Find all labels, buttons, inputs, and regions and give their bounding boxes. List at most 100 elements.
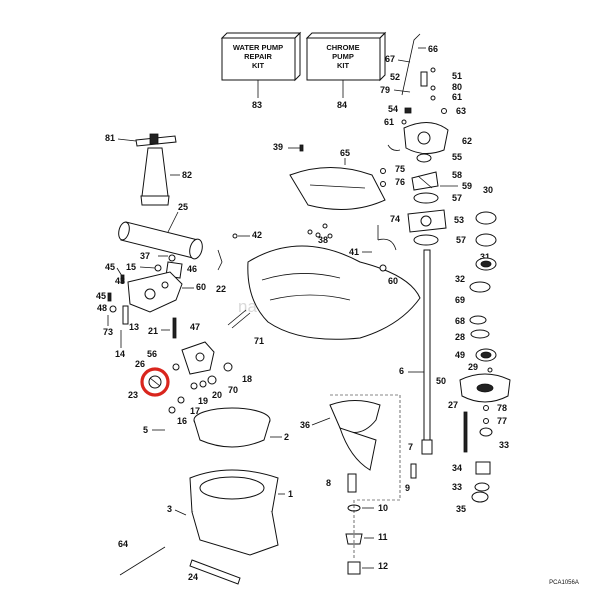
part-22-clip[interactable]: 22 — [216, 249, 226, 294]
part-45-bolt-lower[interactable]: 45 — [96, 291, 112, 302]
part-2-wear-ring[interactable]: 2 — [193, 407, 289, 448]
part-58-impeller[interactable]: 58 — [411, 170, 462, 191]
part-14-pin[interactable]: 14 — [115, 330, 125, 359]
part-70-washer[interactable]: 70 — [207, 375, 238, 395]
part-49-bearing[interactable]: 49 — [455, 348, 497, 362]
part-55-seal[interactable]: 55 — [416, 152, 462, 163]
part-53-plate[interactable]: 53 — [407, 209, 464, 233]
part-80-washer[interactable]: 80 — [430, 82, 462, 92]
part-38-bolt[interactable]: 38 — [315, 223, 328, 245]
part-19-nut[interactable]: 19 — [190, 382, 208, 406]
part-25-tube[interactable]: 25 — [117, 202, 204, 260]
part-39-bolt[interactable]: 39 — [273, 142, 304, 152]
part-15-washer[interactable]: 15 — [126, 262, 162, 272]
part-33-ring-lower[interactable]: 33 — [452, 482, 490, 492]
part-61-screw-top[interactable]: 61 — [430, 92, 462, 102]
part-23-trim-tab-screw[interactable]: 23 — [128, 367, 170, 400]
part-8-sleeve[interactable]: 8 — [326, 473, 357, 493]
part-47-bolt[interactable]: 47 — [172, 317, 200, 339]
part-40-60-nut[interactable]: 60 — [379, 264, 398, 286]
part-7-coupler[interactable]: 7 — [408, 439, 433, 455]
part-79-pin[interactable]: 79 — [380, 85, 411, 95]
svg-text:13: 13 — [129, 322, 139, 332]
part-5-screw[interactable]: 5 — [143, 425, 165, 435]
svg-text:47: 47 — [190, 322, 200, 332]
svg-text:66: 66 — [428, 44, 438, 54]
part-59-key[interactable]: 59 — [440, 181, 472, 191]
part-31-ring[interactable]: 31 — [475, 233, 497, 262]
part-68-washer[interactable]: 68 — [455, 315, 487, 326]
part-3-screw[interactable]: 3 — [167, 504, 187, 516]
part-62-pump-housing[interactable]: 62 — [387, 122, 472, 154]
part-35-cap[interactable]: 35 — [456, 491, 489, 514]
part-37-bolt[interactable]: 37 — [140, 251, 176, 262]
part-78-washer[interactable]: 78 — [483, 403, 508, 413]
part-20-washer[interactable]: 20 — [199, 380, 222, 400]
part-73-screw[interactable]: 73 — [103, 315, 113, 337]
part-50-bearing-housing[interactable]: 50 — [436, 373, 511, 403]
part-66-shaft-tube[interactable]: 66 — [401, 33, 438, 96]
part-57-gasket-upper[interactable]: 57 — [413, 192, 462, 204]
part-74-pipe[interactable]: 74 — [377, 214, 400, 251]
part-64-rod[interactable]: 64 — [118, 539, 166, 576]
part-21-screw[interactable]: 21 — [148, 326, 170, 336]
part-26-spacer[interactable]: 26 — [135, 359, 180, 371]
svg-text:54: 54 — [388, 104, 398, 114]
svg-text:80: 80 — [452, 82, 462, 92]
part-18-washer[interactable]: 18 — [223, 362, 252, 384]
part-57-gasket-lower[interactable]: 57 — [413, 234, 466, 246]
part-27-bolt[interactable]: 27 — [448, 400, 468, 453]
part-34-nut[interactable]: 34 — [452, 461, 491, 475]
part-13-pin[interactable]: 13 — [122, 305, 139, 332]
part-36-impeller[interactable]: 36 — [300, 400, 381, 471]
part-42-screw[interactable]: 42 — [232, 230, 262, 240]
part-1-pump-housing[interactable]: 1 — [189, 469, 293, 556]
part-33-ring-upper[interactable]: 33 — [479, 427, 509, 450]
svg-text:82: 82 — [182, 170, 192, 180]
part-9-pin[interactable]: 9 — [405, 463, 417, 493]
part-69-seal[interactable]: 69 — [455, 281, 491, 305]
part-56-trim-plate[interactable]: 56 — [147, 341, 215, 375]
svg-text:14: 14 — [115, 349, 125, 359]
part-65-cover-plate[interactable]: 65 — [289, 148, 386, 210]
part-61-screw[interactable]: 61 — [384, 117, 407, 127]
part-63-screw[interactable]: 63 — [441, 106, 467, 116]
part-60-screw[interactable]: 60 — [182, 282, 206, 292]
svg-text:20: 20 — [212, 390, 222, 400]
jet-pump-body[interactable] — [247, 245, 421, 340]
part-45-bolt-upper[interactable]: 45 — [105, 262, 125, 284]
part-51-seal[interactable]: 51 — [430, 67, 462, 81]
part-75-nut[interactable]: 75 — [380, 164, 406, 174]
part-48-washer-left[interactable]: 48 — [97, 303, 117, 313]
part-52-sleeve[interactable]: 52 — [390, 71, 428, 87]
svg-text:KIT: KIT — [337, 61, 350, 70]
part-28-seal[interactable]: 28 — [455, 329, 490, 342]
part-43-bracket[interactable]: 43 — [115, 271, 183, 313]
part-16-bolt[interactable]: 16 — [168, 406, 187, 426]
part-82-flush-hose[interactable]: 82 — [140, 147, 192, 206]
part-32-bearing[interactable]: 32 — [455, 257, 497, 284]
chrome-pump-kit[interactable]: CHROME PUMP KIT 84 — [305, 31, 387, 110]
part-77-screw[interactable]: 77 — [483, 416, 508, 426]
svg-text:62: 62 — [462, 136, 472, 146]
part-17-washer[interactable]: 17 — [177, 396, 200, 416]
svg-text:79: 79 — [380, 85, 390, 95]
part-54-screw[interactable]: 54 — [388, 104, 412, 114]
part-76-washer[interactable]: 76 — [380, 177, 406, 187]
part-29-screw[interactable]: 29 — [468, 362, 493, 373]
part-41-screw[interactable]: 41 — [349, 247, 372, 257]
svg-text:27: 27 — [448, 400, 458, 410]
part-24-rail[interactable]: 24 — [188, 559, 241, 585]
part-71-rod[interactable]: 71 — [227, 309, 264, 346]
part-81-hose-fitting[interactable]: 81 — [105, 133, 177, 147]
part-30-ring[interactable]: 30 — [475, 185, 497, 225]
svg-text:35: 35 — [456, 504, 466, 514]
part-12-nut[interactable]: 12 — [347, 561, 388, 575]
svg-text:10: 10 — [378, 503, 388, 513]
water-pump-repair-kit[interactable]: WATER PUMP REPAIR KIT 83 — [220, 31, 302, 110]
part-11-lockwasher[interactable]: 11 — [345, 532, 388, 545]
part-67-grommet[interactable]: 67 — [385, 54, 411, 64]
svg-text:25: 25 — [178, 202, 188, 212]
svg-text:59: 59 — [462, 181, 472, 191]
